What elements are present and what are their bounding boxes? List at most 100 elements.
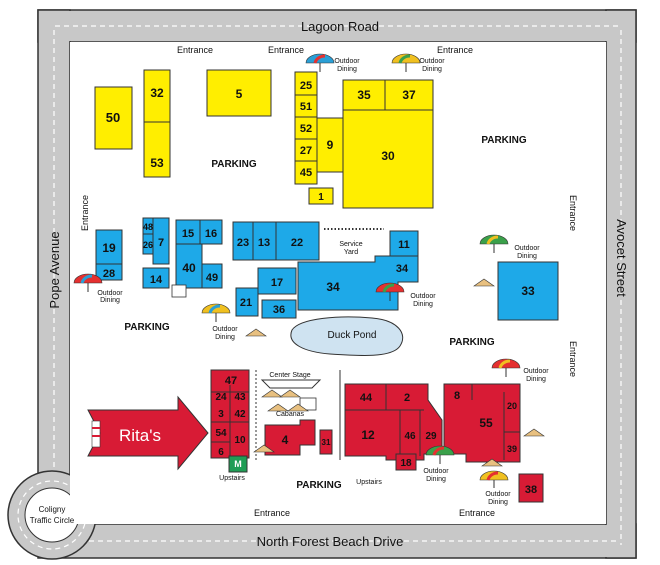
umbrella-icon — [491, 358, 521, 377]
outdoor-dining-label: Dining — [517, 253, 537, 260]
restroom-icon — [171, 284, 187, 298]
building-14[interactable] — [142, 267, 170, 289]
building-number: 36 — [273, 304, 285, 316]
center-stage-area — [171, 284, 341, 460]
entrances: Entrance Entrance Entrance Entrance Entr… — [80, 43, 578, 519]
building-21[interactable] — [235, 287, 259, 317]
building-number: 55 — [479, 416, 493, 430]
road-label-east: Avocet Street — [614, 219, 629, 297]
restroom-icon — [299, 397, 317, 411]
building-number: 25 — [300, 80, 312, 92]
building-number: 9 — [327, 138, 334, 152]
outdoor-dining-label: Dining — [488, 499, 508, 506]
entrance-label: Entrance — [568, 341, 578, 377]
outdoor-dining-label: Dining — [526, 376, 546, 383]
building-5[interactable] — [206, 69, 272, 117]
outdoor-dining-label: Dining — [413, 301, 433, 308]
building-34[interactable] — [297, 255, 419, 311]
building-36[interactable] — [261, 299, 297, 319]
building-49[interactable] — [201, 263, 223, 289]
building-number: 18 — [400, 458, 412, 469]
upstairs-label: Upstairs — [219, 475, 245, 482]
entrance-label: Entrance — [254, 508, 290, 518]
outdoor-dining-label: Outdoor — [97, 290, 123, 297]
outdoor-dining-label: Outdoor — [523, 368, 549, 375]
building-32[interactable] — [143, 69, 171, 178]
building-38[interactable] — [518, 473, 544, 503]
entrance-label: Entrance — [177, 45, 213, 55]
outdoor-dining-label: Outdoor — [514, 245, 540, 252]
building-number: 48 — [143, 222, 153, 232]
building-31[interactable] — [319, 429, 333, 455]
building-33[interactable] — [497, 261, 559, 321]
building-number: M — [234, 459, 242, 469]
ritas-arrow[interactable]: Rita's — [87, 395, 209, 471]
service-yard-label: Service — [339, 241, 362, 248]
building-19-28[interactable] — [95, 229, 123, 281]
building-number: 45 — [300, 167, 312, 179]
outdoor-dining-label: Dining — [422, 66, 442, 73]
building-number: 38 — [525, 484, 537, 496]
building-18[interactable] — [395, 453, 417, 471]
building-7[interactable] — [152, 217, 170, 265]
building-number: 54 — [215, 428, 227, 439]
umbrella-icon — [479, 234, 509, 253]
service-yard-label: Yard — [344, 249, 358, 256]
building-number: 32 — [150, 86, 164, 100]
building-number: 10 — [234, 435, 246, 446]
outdoor-dining-label: Dining — [337, 66, 357, 73]
lighthouse-icon — [91, 420, 101, 448]
building-number: 51 — [300, 101, 312, 113]
building-35-37[interactable] — [342, 79, 434, 111]
umbrella-icon — [375, 282, 405, 301]
building-number: 24 — [215, 392, 227, 403]
building-number: 47 — [225, 375, 237, 387]
building-number: 2 — [404, 392, 410, 404]
building-number: 22 — [291, 237, 303, 249]
building-44-2-12-46-29[interactable] — [344, 383, 443, 461]
entrance-label: Entrance — [568, 195, 578, 231]
entrance-label: Entrance — [437, 45, 473, 55]
building-9[interactable] — [316, 117, 344, 173]
building-number: 3 — [218, 409, 224, 420]
building-number: 21 — [240, 297, 252, 309]
outdoor-dining-label: Outdoor — [410, 293, 436, 300]
outdoor-dining-label: Dining — [426, 476, 446, 483]
upstairs-label: Upstairs — [356, 479, 382, 486]
building-number: 40 — [182, 261, 196, 275]
outdoor-dining-label: Outdoor — [212, 326, 238, 333]
building-number: 34 — [326, 280, 340, 294]
building-15-16[interactable] — [175, 219, 223, 245]
outdoor-dining-label: Dining — [215, 334, 235, 341]
building-number: 8 — [454, 390, 460, 402]
building-number: 28 — [103, 268, 115, 280]
building-number: 35 — [357, 88, 371, 102]
building-number: 14 — [150, 274, 163, 286]
building-number: 39 — [507, 444, 517, 454]
parking-label: PARKING — [211, 159, 257, 170]
building-m[interactable] — [228, 455, 248, 473]
entrance-label: Entrance — [80, 195, 90, 231]
building-1[interactable] — [308, 187, 334, 205]
entrance-label: Entrance — [459, 508, 495, 518]
cabanas-label: Cabanas — [276, 411, 305, 418]
building-4[interactable] — [264, 419, 316, 456]
building-number: 42 — [234, 409, 246, 420]
building-number: 7 — [158, 237, 164, 249]
umbrella-icon — [425, 445, 455, 464]
outdoor-dining-label: Outdoor — [423, 468, 449, 475]
building-number: 4 — [282, 433, 289, 447]
building-30[interactable] — [342, 109, 434, 209]
parking-label: PARKING — [449, 337, 495, 348]
building-17[interactable] — [257, 267, 297, 295]
parking-label: PARKING — [481, 135, 527, 146]
entrance-label: Entrance — [268, 45, 304, 55]
building-number: 12 — [361, 428, 375, 442]
red-buildings — [210, 369, 544, 503]
umbrella-icon — [305, 53, 335, 72]
building-number: 44 — [360, 392, 373, 404]
building-number: 23 — [237, 237, 249, 249]
road-label-south: North Forest Beach Drive — [257, 534, 404, 549]
building-50[interactable] — [94, 86, 133, 150]
